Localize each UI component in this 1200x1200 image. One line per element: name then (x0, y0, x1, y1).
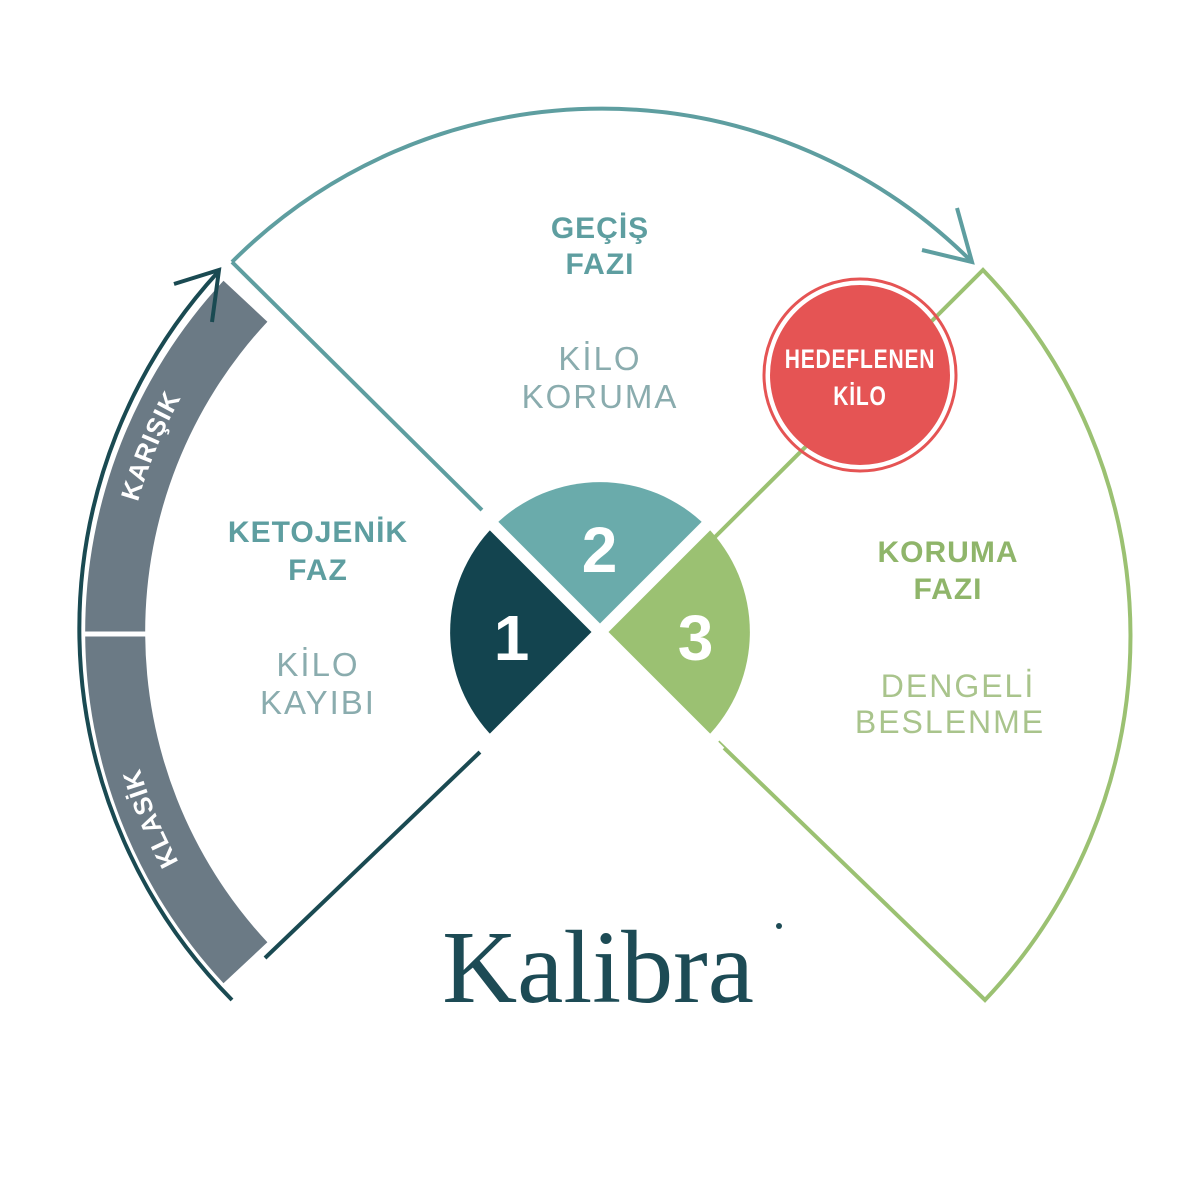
phase-2-title: GEÇİŞ (551, 212, 649, 245)
maintenance-sector-outline (710, 267, 1133, 1003)
target-weight-label: KİLO (833, 382, 886, 412)
sector-line-top-left (230, 260, 502, 530)
phase-2-title: FAZI (566, 248, 635, 281)
kalibra-logo: Kalibra (442, 910, 754, 1025)
phase-3-title: FAZI (914, 573, 983, 606)
phase-3-desc: DENGELİ (881, 668, 1035, 704)
arrowhead-icon (173, 267, 222, 323)
wedge-gap (475, 507, 725, 757)
phase-1-desc: KİLO (276, 646, 359, 683)
phase-2-number: 2 (582, 514, 619, 586)
left-progress-arrow (77, 270, 234, 1002)
phase-3-number: 3 (678, 602, 715, 674)
phase-1-number: 1 (494, 602, 531, 674)
phase-1-title: FAZ (288, 554, 348, 587)
target-weight-label: HEDEFLENEN (785, 345, 936, 375)
target-weight-ring (762, 277, 958, 473)
sector-line-bottom-left (263, 750, 482, 960)
diet-type-band (85, 280, 268, 984)
target-weight-badge (770, 285, 950, 465)
phase-2-wedge (494, 482, 706, 632)
phase-1-wedge (450, 526, 600, 738)
logo-trademark-dot (776, 923, 782, 929)
phase-3-desc: BESLENME (855, 704, 1045, 740)
phase-3-wedge (600, 526, 750, 738)
phase-3-title: KORUMA (878, 536, 1019, 569)
arrowhead-icon (921, 207, 975, 265)
phase-1-title: KETOJENİK (228, 516, 408, 549)
phase-2-desc: KİLO (558, 340, 641, 377)
top-progress-arrow (230, 106, 974, 264)
phase-1-desc: KAYIBI (260, 684, 376, 721)
phase-2-desc: KORUMA (522, 378, 679, 415)
